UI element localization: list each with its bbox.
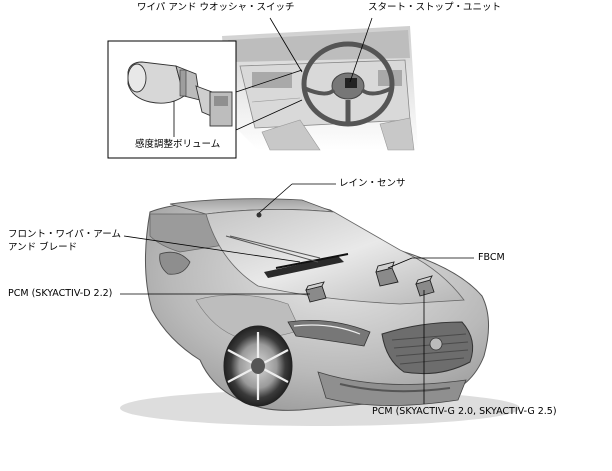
label-pcm-diesel: PCM (SKYACTIV-D 2.2) bbox=[8, 288, 112, 300]
dashboard-illustration bbox=[222, 26, 418, 150]
label-sensitivity-volume: 感度調整ボリューム bbox=[135, 139, 220, 151]
car-illustration bbox=[120, 199, 520, 426]
label-front-wiper-line2: アンド ブレード bbox=[8, 242, 77, 254]
rain-sensor bbox=[257, 213, 262, 218]
label-front-wiper-line1: フロント・ワイパ・アーム bbox=[8, 229, 121, 241]
label-start-stop-unit: スタート・ストップ・ユニット bbox=[368, 2, 501, 14]
label-rain-sensor: レイン・センサ bbox=[339, 178, 406, 190]
label-pcm-gasoline: PCM (SKYACTIV-G 2.0, SKYACTIV-G 2.5) bbox=[372, 406, 557, 418]
label-wiper-washer-switch: ワイパ アンド ウオッシャ・スイッチ bbox=[137, 2, 294, 14]
label-fbcm: FBCM bbox=[478, 252, 505, 264]
